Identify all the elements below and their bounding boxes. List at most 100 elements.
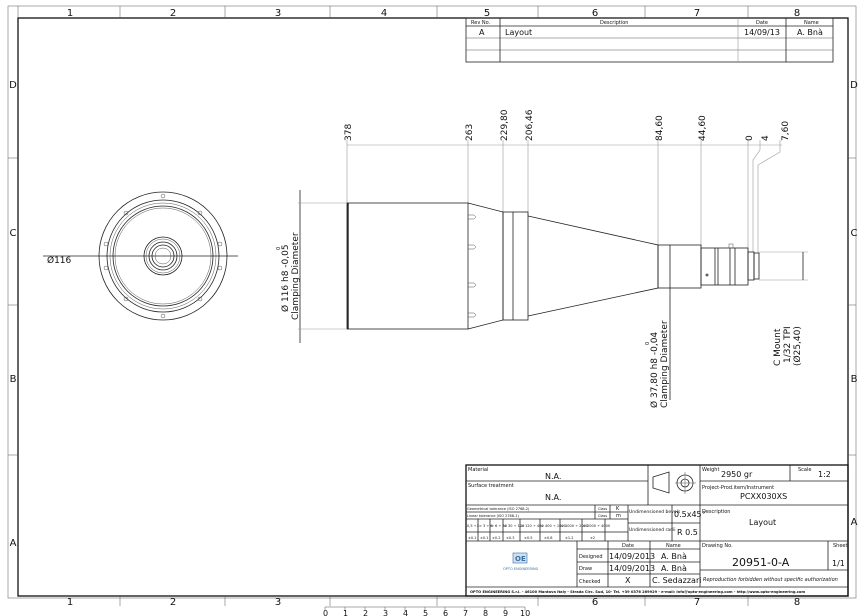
row-labels: D C B A D C B A [9, 80, 858, 549]
title-block-reproduction: Reproduction forbidden without specific … [703, 577, 838, 583]
front-diameter-label: Ø116 [47, 255, 72, 266]
title-block-description: Layout [749, 518, 776, 527]
dimensions-clamp-small-upper: 0 [645, 342, 651, 345]
title-block-surface: N.A. [545, 493, 561, 502]
frame-ruler-6: 6 [443, 609, 448, 616]
title-block-bevels: 0.5x45° [674, 510, 706, 519]
title-block-geom-class: K [616, 506, 620, 512]
dimensions-clamp-big-label: Clamping Diameter [291, 232, 301, 320]
frame-ruler-7: 7 [463, 609, 468, 616]
frame-columns-2: 3 [275, 597, 281, 608]
title-block-tolerances-6: ±1.2 [565, 536, 574, 540]
frame-ruler-3: 3 [383, 609, 388, 616]
column-labels-top: 1 2 3 4 5 6 7 8 [67, 8, 800, 19]
title-block-tolerances-4: ±0.5 [524, 536, 533, 540]
title-block-draw-label: Draw [579, 566, 592, 572]
side-view: 378 263 229,80 206,46 84,60 44,60 0 4 7,… [276, 109, 808, 408]
frame-columns-4: 5 [484, 8, 490, 19]
frame-columns-7: 8 [794, 8, 800, 19]
revision-table-headers-name: Name [804, 20, 819, 26]
dimensions-axial-5: 44,60 [698, 115, 708, 141]
revision-table-rows-0-description: Layout [505, 28, 532, 37]
dimensions-c-mount-1: 1/32 TPI [783, 326, 793, 363]
revision-table: Rev No. Description Date Name A Layout 1… [465, 17, 834, 63]
frame-rows-0: D [850, 80, 858, 91]
frame-columns-3: 4 [381, 8, 387, 19]
frame-ruler-10: 10 [520, 609, 530, 616]
frame-ruler-2: 2 [363, 609, 368, 616]
dimensions-clamp-big-upper: 0 [276, 247, 282, 250]
dimensions-axial-2: 229,80 [500, 109, 510, 141]
title-block-checked-name: C. Sedazzari [652, 576, 701, 585]
title-block-surface-label: Surface treatment [468, 483, 514, 489]
title-block-geom-tol: Geometrical tolerance (ISO 2768-2) [467, 507, 530, 511]
title-block-ranges-4: > 120 ÷ 400 [521, 524, 544, 528]
title-block-designed-label: Designed [579, 554, 603, 560]
frame-rows-2: B [10, 374, 17, 385]
title-block-tolerances-1: ±0.1 [480, 536, 489, 540]
title-block-material-label: Material [468, 467, 488, 473]
title-block-tolerances-3: ±0.3 [506, 536, 515, 540]
title-block-ranges-2: > 6 ÷ 30 [491, 524, 507, 528]
frame-columns-1: 2 [170, 8, 176, 19]
frame-rows-3: A [851, 517, 858, 528]
dimensions-axial-1: 263 [465, 124, 475, 141]
title-block-checked-label: Checked [579, 579, 600, 585]
projection-symbol-icon [652, 471, 696, 494]
dimensions-axial-6: 0 [745, 135, 755, 141]
revision-table-rows-0-rev: A [479, 28, 485, 37]
frame-columns-0: 1 [67, 597, 73, 608]
dimensions-axial-7: 4 [761, 135, 771, 141]
title-block-tolerances-0: ±0.1 [468, 536, 477, 540]
revision-table-headers-date: Date [756, 20, 768, 26]
dimensions-axial-8: 7,60 [781, 121, 791, 141]
title-block: Material N.A. Surface treatment N.A. Geo… [465, 464, 849, 597]
svg-text:OE: OE [515, 555, 526, 563]
title-block-name-header: Name [666, 543, 681, 549]
dimensions-axial-0: 378 [344, 124, 354, 141]
title-block-material: N.A. [545, 472, 561, 481]
revision-table-headers-description: Description [600, 20, 628, 26]
title-block-radii: R 0.5 [677, 528, 698, 537]
title-block-ranges-1: > 3 ÷ 6 [479, 524, 493, 528]
title-block-ranges-6: > 1000 ÷ 2000 [561, 524, 588, 528]
title-block-lin-tol: Linear tolerance (ISO 2768-1) [467, 514, 520, 518]
frame-rows-2: B [851, 374, 858, 385]
title-block-class-label: Class [598, 514, 607, 518]
dimensions-clamp-big-value: Ø 116 h8 -0,05 [280, 244, 291, 312]
dimensions-axial-3: 206,46 [525, 109, 535, 141]
frame-ruler-8: 8 [483, 609, 488, 616]
title-block-tolerances-2: ±0.2 [492, 536, 501, 540]
frame-columns-0: 1 [67, 8, 73, 19]
frame-columns-1: 2 [170, 597, 176, 608]
frame-rows-1: C [10, 228, 17, 239]
dimensions-c-mount-2: (Ø25,40) [792, 326, 803, 366]
frame-ruler-5: 5 [423, 609, 428, 616]
title-block-checked-date: X [625, 576, 631, 585]
revision-table-rows-0-date: 14/09/13 [744, 28, 780, 37]
title-block-draw-date: 14/09/2013 [609, 564, 655, 573]
title-block-logo-text: OPTO ENGINEERING [503, 567, 539, 571]
sheet-frame: 1 2 3 4 5 6 7 8 1 2 3 6 7 8 D C B A D C … [7, 5, 858, 616]
frame-rows-3: A [10, 538, 17, 549]
column-labels-bottom: 1 2 3 6 7 8 [67, 597, 800, 608]
title-block-sheet: 1/1 [832, 559, 845, 568]
title-block-sheet-label: Sheet [833, 543, 847, 549]
title-block-date-header: Date [622, 543, 634, 549]
frame-ruler-4: 4 [403, 609, 408, 616]
frame-ruler-0: 0 [323, 609, 328, 616]
frame-ruler-9: 9 [503, 609, 508, 616]
frame-columns-6: 7 [694, 597, 700, 608]
title-block-designed-name: A. Bnà [661, 552, 687, 561]
axial-dimension-labels: 378 263 229,80 206,46 84,60 44,60 0 4 7,… [344, 109, 791, 141]
frame-columns-6: 7 [694, 8, 700, 19]
dimensions-clamp-small-label: Clamping Diameter [660, 320, 670, 408]
dimensions-axial-4: 84,60 [655, 115, 665, 141]
title-block-ranges-0: 0,5 ÷3 [467, 524, 479, 528]
company-logo: OE OPTO ENGINEERING [503, 552, 539, 571]
title-block-draw-name: A. Bnà [661, 564, 687, 573]
title-block-description-label: Description [702, 509, 730, 515]
title-block-weight-label: Weight [702, 467, 719, 473]
title-block-drawing-no: 20951-0-A [732, 556, 790, 569]
clamp-big-label: Ø 116 h8 -0,05 0 Clamping Diameter [276, 232, 301, 320]
